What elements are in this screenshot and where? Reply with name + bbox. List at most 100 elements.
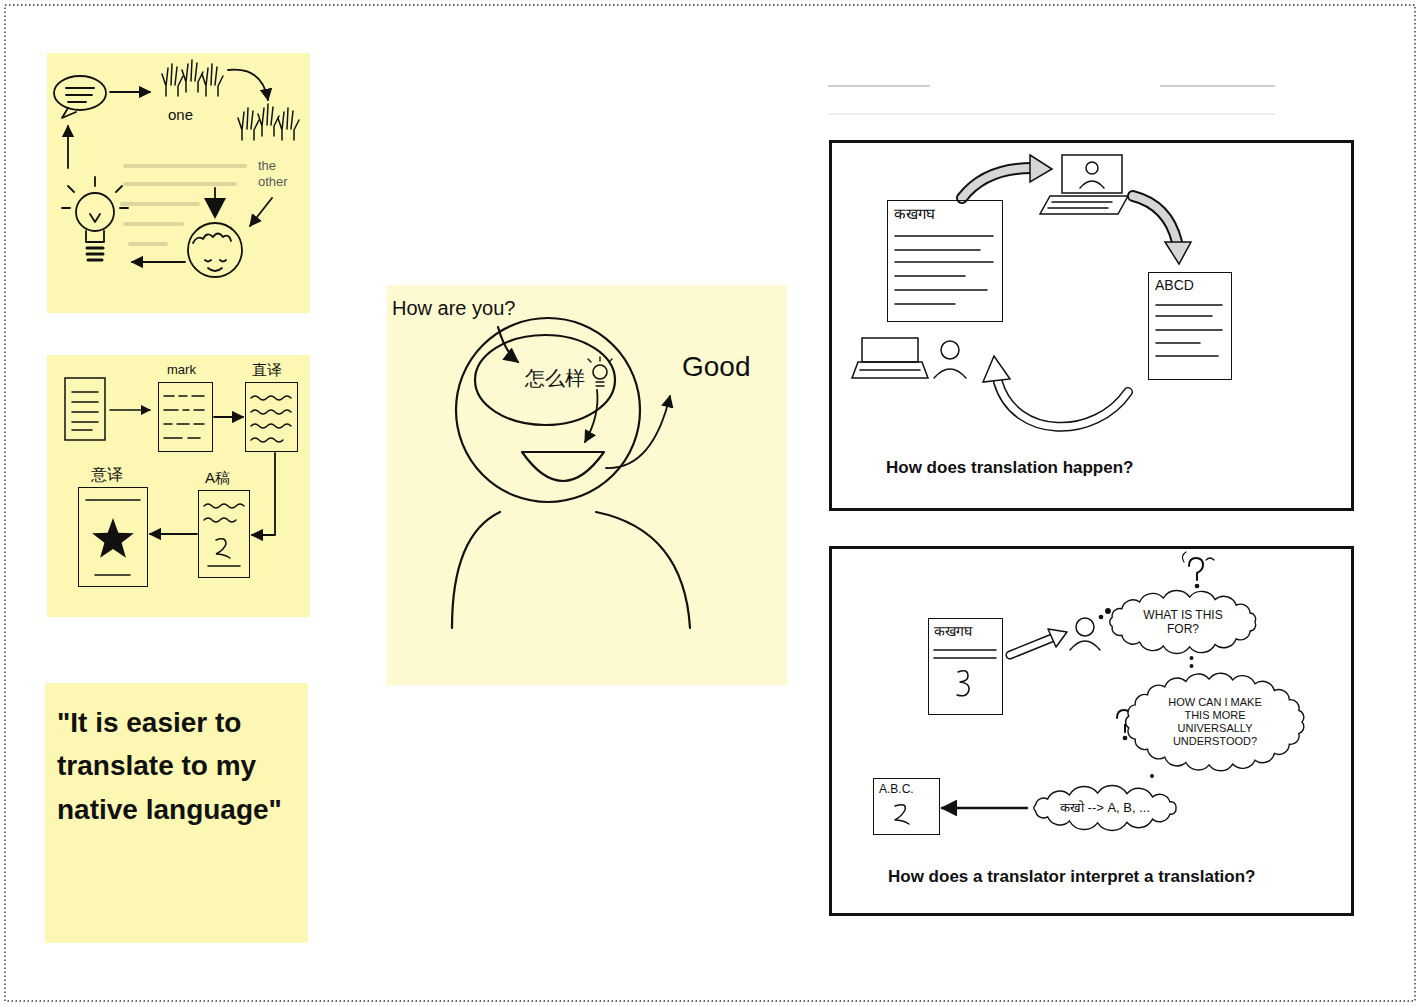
document-heading: कखगघ [894,205,935,223]
figure-panel: कखगघ ABCD How does translation happen? [829,140,1354,511]
brain-curls [193,234,231,244]
step-label: 直译 [252,361,282,379]
lightbulb [86,214,104,242]
document-sheet: ABCD [1148,272,1232,380]
hand-symbol [182,60,203,92]
mouth [522,452,604,481]
scribble [957,671,969,696]
speech-bubble [62,108,76,118]
person-sketch [452,318,690,628]
return-arrow [983,356,1010,382]
hatched-arrow [962,168,1032,198]
thought-dots [1190,658,1194,668]
translation-cycle [852,155,1222,427]
return-arrow [998,382,1128,427]
sketch-arrow [110,91,150,93]
flow-arrow [252,453,275,535]
speech-bubble [54,76,106,110]
sticky-note-ground [47,355,310,617]
small-lightbulb [588,357,612,386]
thinking-head [188,223,242,277]
thought-dot [1106,609,1110,613]
handwritten-word: one [168,106,193,124]
figure-caption: How does a translator interpret a transl… [888,867,1255,887]
dotted-frame [5,5,1415,1001]
person-icon [1070,641,1100,650]
thought-cloud: HOW CAN I MAKE THIS MORE UNIVERSALLY UND… [1122,673,1308,771]
hand-symbol [238,108,259,140]
document-sheet: A稿 [198,490,250,578]
sketch-arrow [110,409,150,411]
speech-text: Good [682,350,751,384]
sticky-note: "It is easier to translate to my native … [45,683,308,943]
hand-symbol [258,104,279,136]
cloud-outline [1126,673,1304,771]
sketch-arrow [228,70,268,100]
return-arrow [998,382,1128,427]
head-outline [456,318,640,502]
hand-symbol [202,64,223,96]
text-lines [1156,305,1222,356]
hatched-arrow [1165,242,1191,264]
hand-symbol [162,64,183,96]
step-label: mark [167,362,196,378]
sticky-note-ground [45,683,308,943]
text-lines [895,236,993,304]
document-sheet: कखगघ [928,618,1003,715]
outline-arrow [1010,638,1052,655]
thought-dots [1150,776,1154,783]
hatched-arrow [1133,196,1177,242]
laptop-base [852,362,928,378]
small-lightbulb [593,365,607,379]
flow-arrow [942,807,1027,809]
document-sheet: A.B.C. [873,778,940,835]
person-icon [1076,618,1094,636]
sticky-note-ground [387,285,787,685]
steps-sketch [65,378,291,575]
hatched-arrow [962,168,1032,198]
figure-caption: How does translation happen? [886,458,1133,478]
question-mark [1123,736,1126,739]
document-sheet [65,378,105,440]
quote-text: "It is easier to translate to my native … [57,701,297,831]
laptop-screen [1062,155,1122,193]
speech-lines [66,88,94,102]
hatched-arrow [1133,196,1177,242]
faded-writing [122,166,245,244]
sticky-note-ground [47,53,310,313]
text-lines [86,500,140,575]
person-icon [941,341,959,359]
marked-lines [164,396,204,438]
shoulders [452,512,690,628]
laptop-base [1040,196,1128,214]
question-mark [1195,584,1198,587]
thought-text: WHAT IS THIS FOR? [1137,608,1229,637]
hatched-arrow [1030,155,1052,182]
document-sheet: mark [158,382,213,452]
down-arrow [204,198,226,219]
sticky-note: How are you?怎么样Good [387,285,787,685]
cloud-outline [1034,786,1176,831]
document-heading: कखगघ [934,623,972,640]
person-icon [934,369,966,378]
sticky-note: mark 直译 A稿意译 [47,355,310,617]
speech-text: How are you? [392,296,515,320]
wavy-lines [251,396,291,442]
faint-line [828,113,1275,115]
text-lines [934,650,996,658]
document-heading: A.B.C. [879,782,914,796]
thought-dot [1099,615,1102,618]
person-icon [1080,181,1104,188]
document-sheet: 意译 [78,487,148,587]
sketch-arrow [498,327,518,362]
wavy-lines [204,504,244,566]
document-sheet: 直译 [245,382,298,452]
lightbulb [76,193,114,231]
figure-panel: कखगघ WHAT IS THIS FOR? HOW CAN I MAKE THIS… [829,546,1354,916]
face [205,260,226,271]
handwritten-word: the other [258,158,306,189]
light-rays [62,177,128,208]
